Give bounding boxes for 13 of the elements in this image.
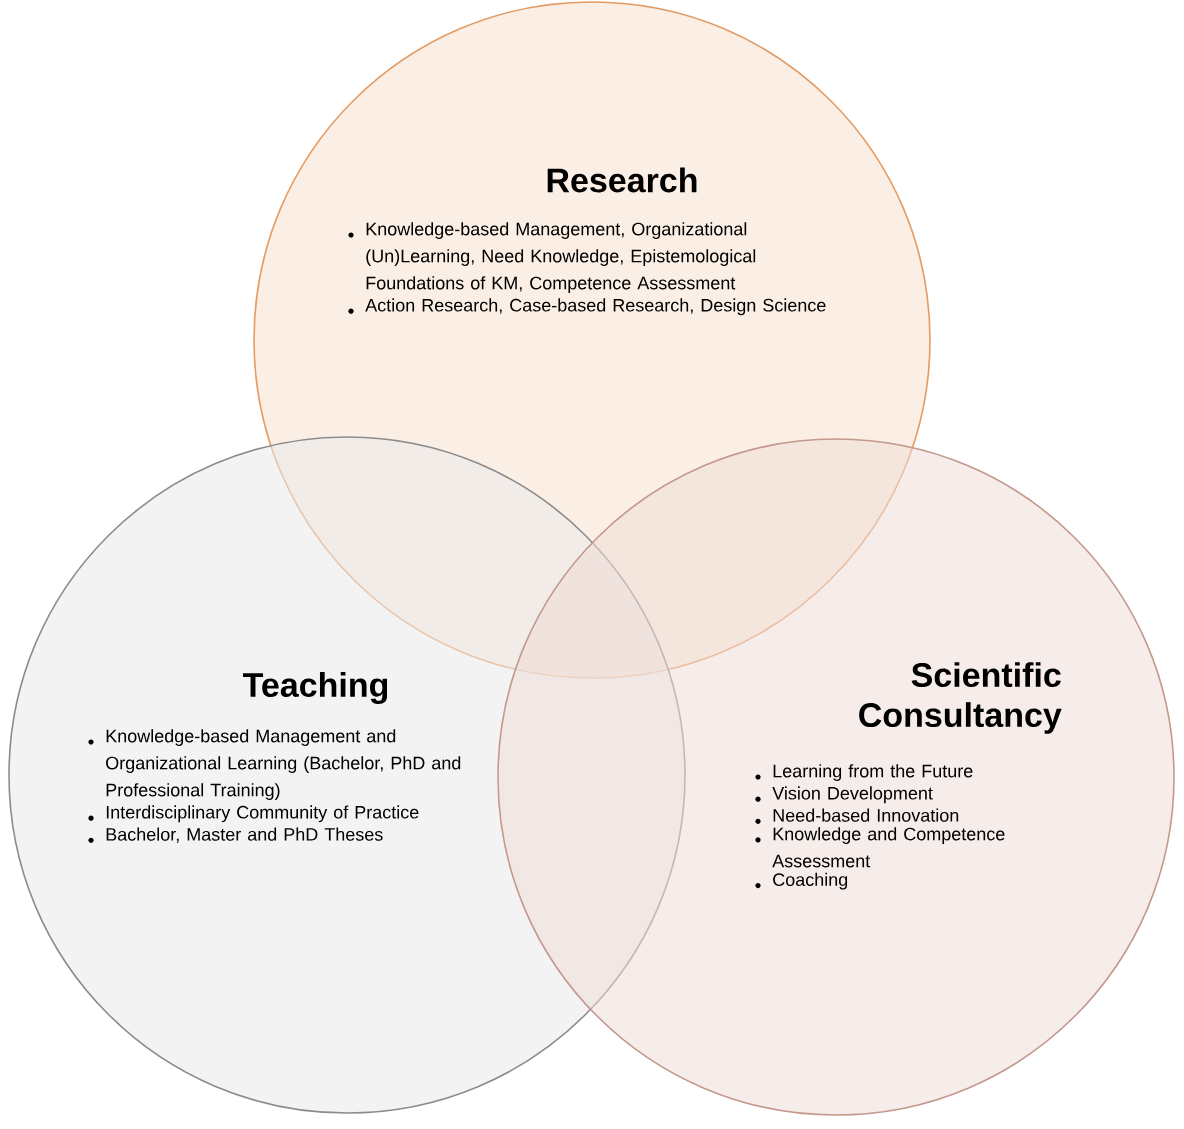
bullet-item: Interdisciplinary Community of Practice [106, 805, 419, 823]
bullet-item: Bachelor, Master and PhD Theses [106, 827, 383, 843]
bullet-item: Knowledge-based Management, Organizational (Un)Learning, Need Knowledge, Epistemological Foundations of KM, Competence Assessment [366, 222, 756, 293]
bullet-item: Action Research, Case-based Research, Design Science [365, 298, 826, 316]
heading: Scientific Consultancy [859, 662, 1062, 734]
bullet-item: Knowledge and Competence Assessment [772, 827, 1005, 868]
heading: Teaching [243, 672, 388, 704]
bullet-item: Knowledge-based Management and Organizational Learning (Bachelor, PhD and Professional Training) [106, 729, 461, 800]
bullet-item: Vision Development [772, 786, 933, 804]
heading: Research [547, 167, 697, 193]
bullet-item: Coaching [773, 872, 848, 890]
bullet-item: Learning from the Future [773, 764, 973, 781]
bullet-item: Need-based Innovation [773, 808, 959, 822]
